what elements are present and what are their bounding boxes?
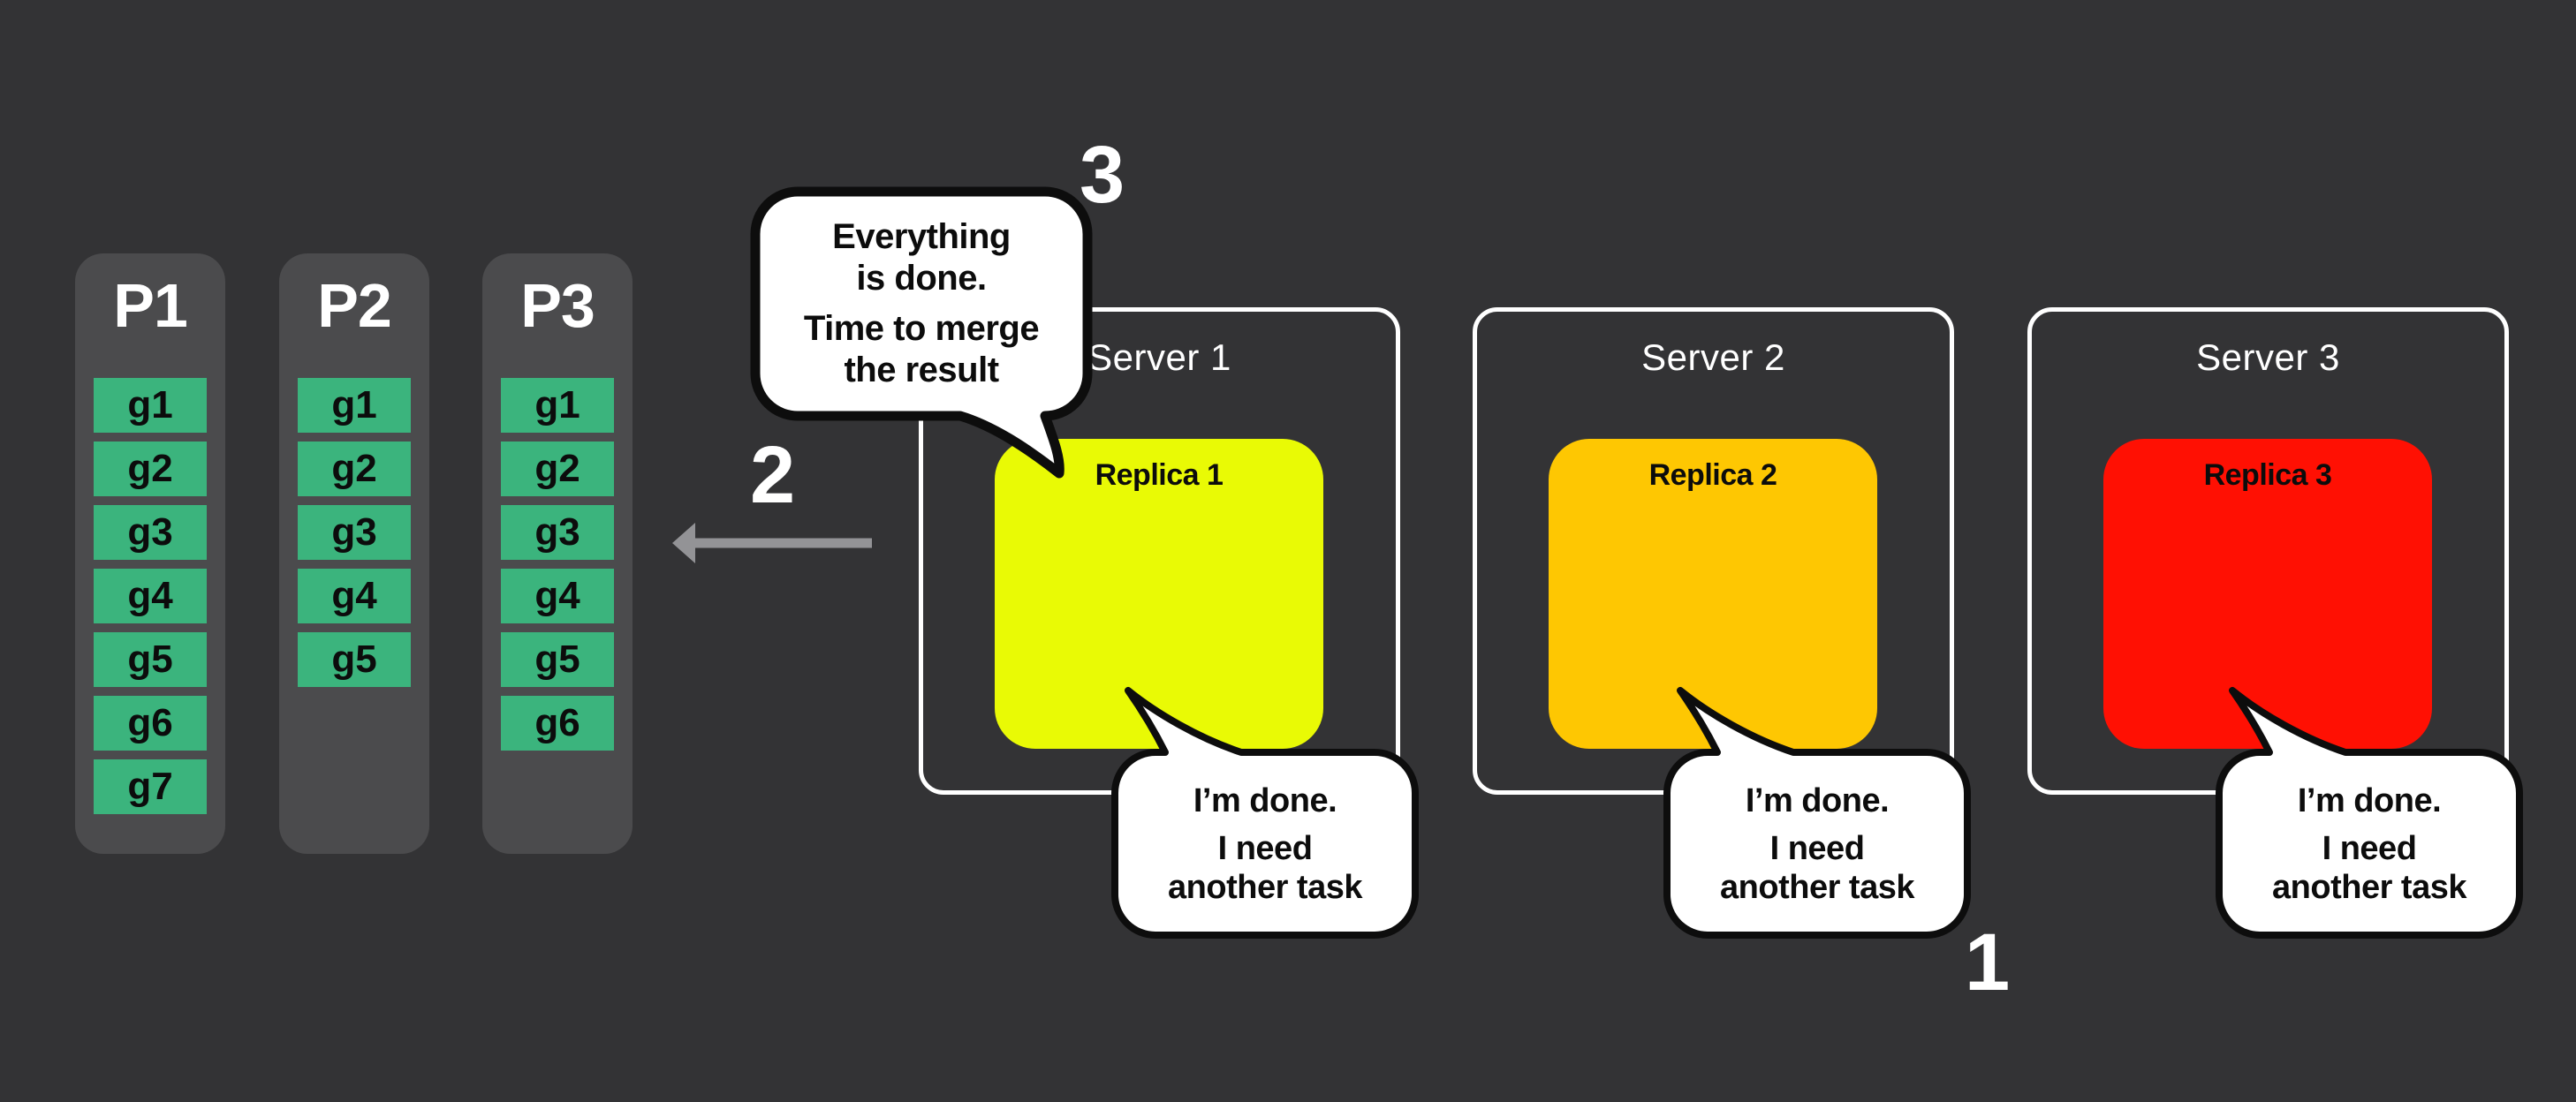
replica-3: Replica 3 — [2103, 439, 2432, 749]
task-cell: g7 — [94, 759, 207, 814]
partition-p3-label: P3 — [520, 271, 595, 340]
task-cell: g3 — [501, 505, 614, 560]
server-2-title: Server 2 — [1641, 336, 1785, 378]
partition-p1-cells: g1 g2 g3 g4 g5 g6 g7 — [94, 378, 207, 814]
task-cell: g5 — [94, 632, 207, 687]
task-cell: g6 — [501, 696, 614, 751]
server-1-title: Server 1 — [1087, 336, 1231, 378]
task-bubble-text: I’m done. I need another task — [1720, 781, 1914, 906]
task-cell: g2 — [298, 442, 411, 496]
step-number-3: 3 — [1080, 130, 1125, 220]
task-cell: g6 — [94, 696, 207, 751]
partition-p3: P3 g1 g2 g3 g4 g5 g6 — [482, 253, 633, 854]
replica-1-label: Replica 1 — [1095, 458, 1224, 492]
speech-bubble-icon — [1663, 687, 1971, 939]
task-cell: g5 — [501, 632, 614, 687]
step-number-1: 1 — [1965, 917, 2011, 1008]
partition-p1-label: P1 — [113, 271, 188, 340]
task-bubble-server-2: I’m done. I need another task — [1663, 683, 1981, 940]
partition-p2-label: P2 — [317, 271, 392, 340]
replica-1: Replica 1 — [995, 439, 1323, 749]
task-cell: g4 — [94, 569, 207, 623]
replica-2-label: Replica 2 — [1648, 458, 1777, 492]
partition-p2: P2 g1 g2 g3 g4 g5 — [279, 253, 429, 854]
task-cell: g3 — [94, 505, 207, 560]
replica-2: Replica 2 — [1549, 439, 1877, 749]
speech-bubble-icon — [2216, 687, 2523, 939]
step-number-2: 2 — [750, 430, 796, 520]
task-cell: g4 — [501, 569, 614, 623]
partition-p1: P1 g1 g2 g3 g4 g5 g6 g7 — [75, 253, 225, 854]
task-cell: g4 — [298, 569, 411, 623]
task-cell: g1 — [298, 378, 411, 433]
speech-bubble-icon — [750, 186, 1093, 479]
replica-3-label: Replica 3 — [2203, 458, 2332, 492]
partition-p2-cells: g1 g2 g3 g4 g5 — [298, 378, 411, 687]
task-bubble-server-1: I’m done. I need another task — [1110, 683, 1428, 940]
merge-bubble-text: Everything is done. Time to merge the re… — [803, 217, 1040, 389]
arrow-left-icon — [672, 523, 872, 563]
task-cell: g1 — [94, 378, 207, 433]
task-bubble-text: I’m done. I need another task — [1168, 781, 1362, 906]
task-cell: g2 — [94, 442, 207, 496]
merge-bubble: Everything is done. Time to merge the re… — [750, 186, 1095, 479]
task-cell: g3 — [298, 505, 411, 560]
task-bubble-server-3: I’m done. I need another task — [2215, 683, 2533, 940]
task-cell: g1 — [501, 378, 614, 433]
speech-bubble-icon — [1111, 687, 1419, 939]
partition-p3-cells: g1 g2 g3 g4 g5 g6 — [501, 378, 614, 751]
task-bubble-text: I’m done. I need another task — [2272, 781, 2466, 906]
task-cell: g2 — [501, 442, 614, 496]
task-cell: g5 — [298, 632, 411, 687]
server-3-title: Server 3 — [2196, 336, 2340, 378]
